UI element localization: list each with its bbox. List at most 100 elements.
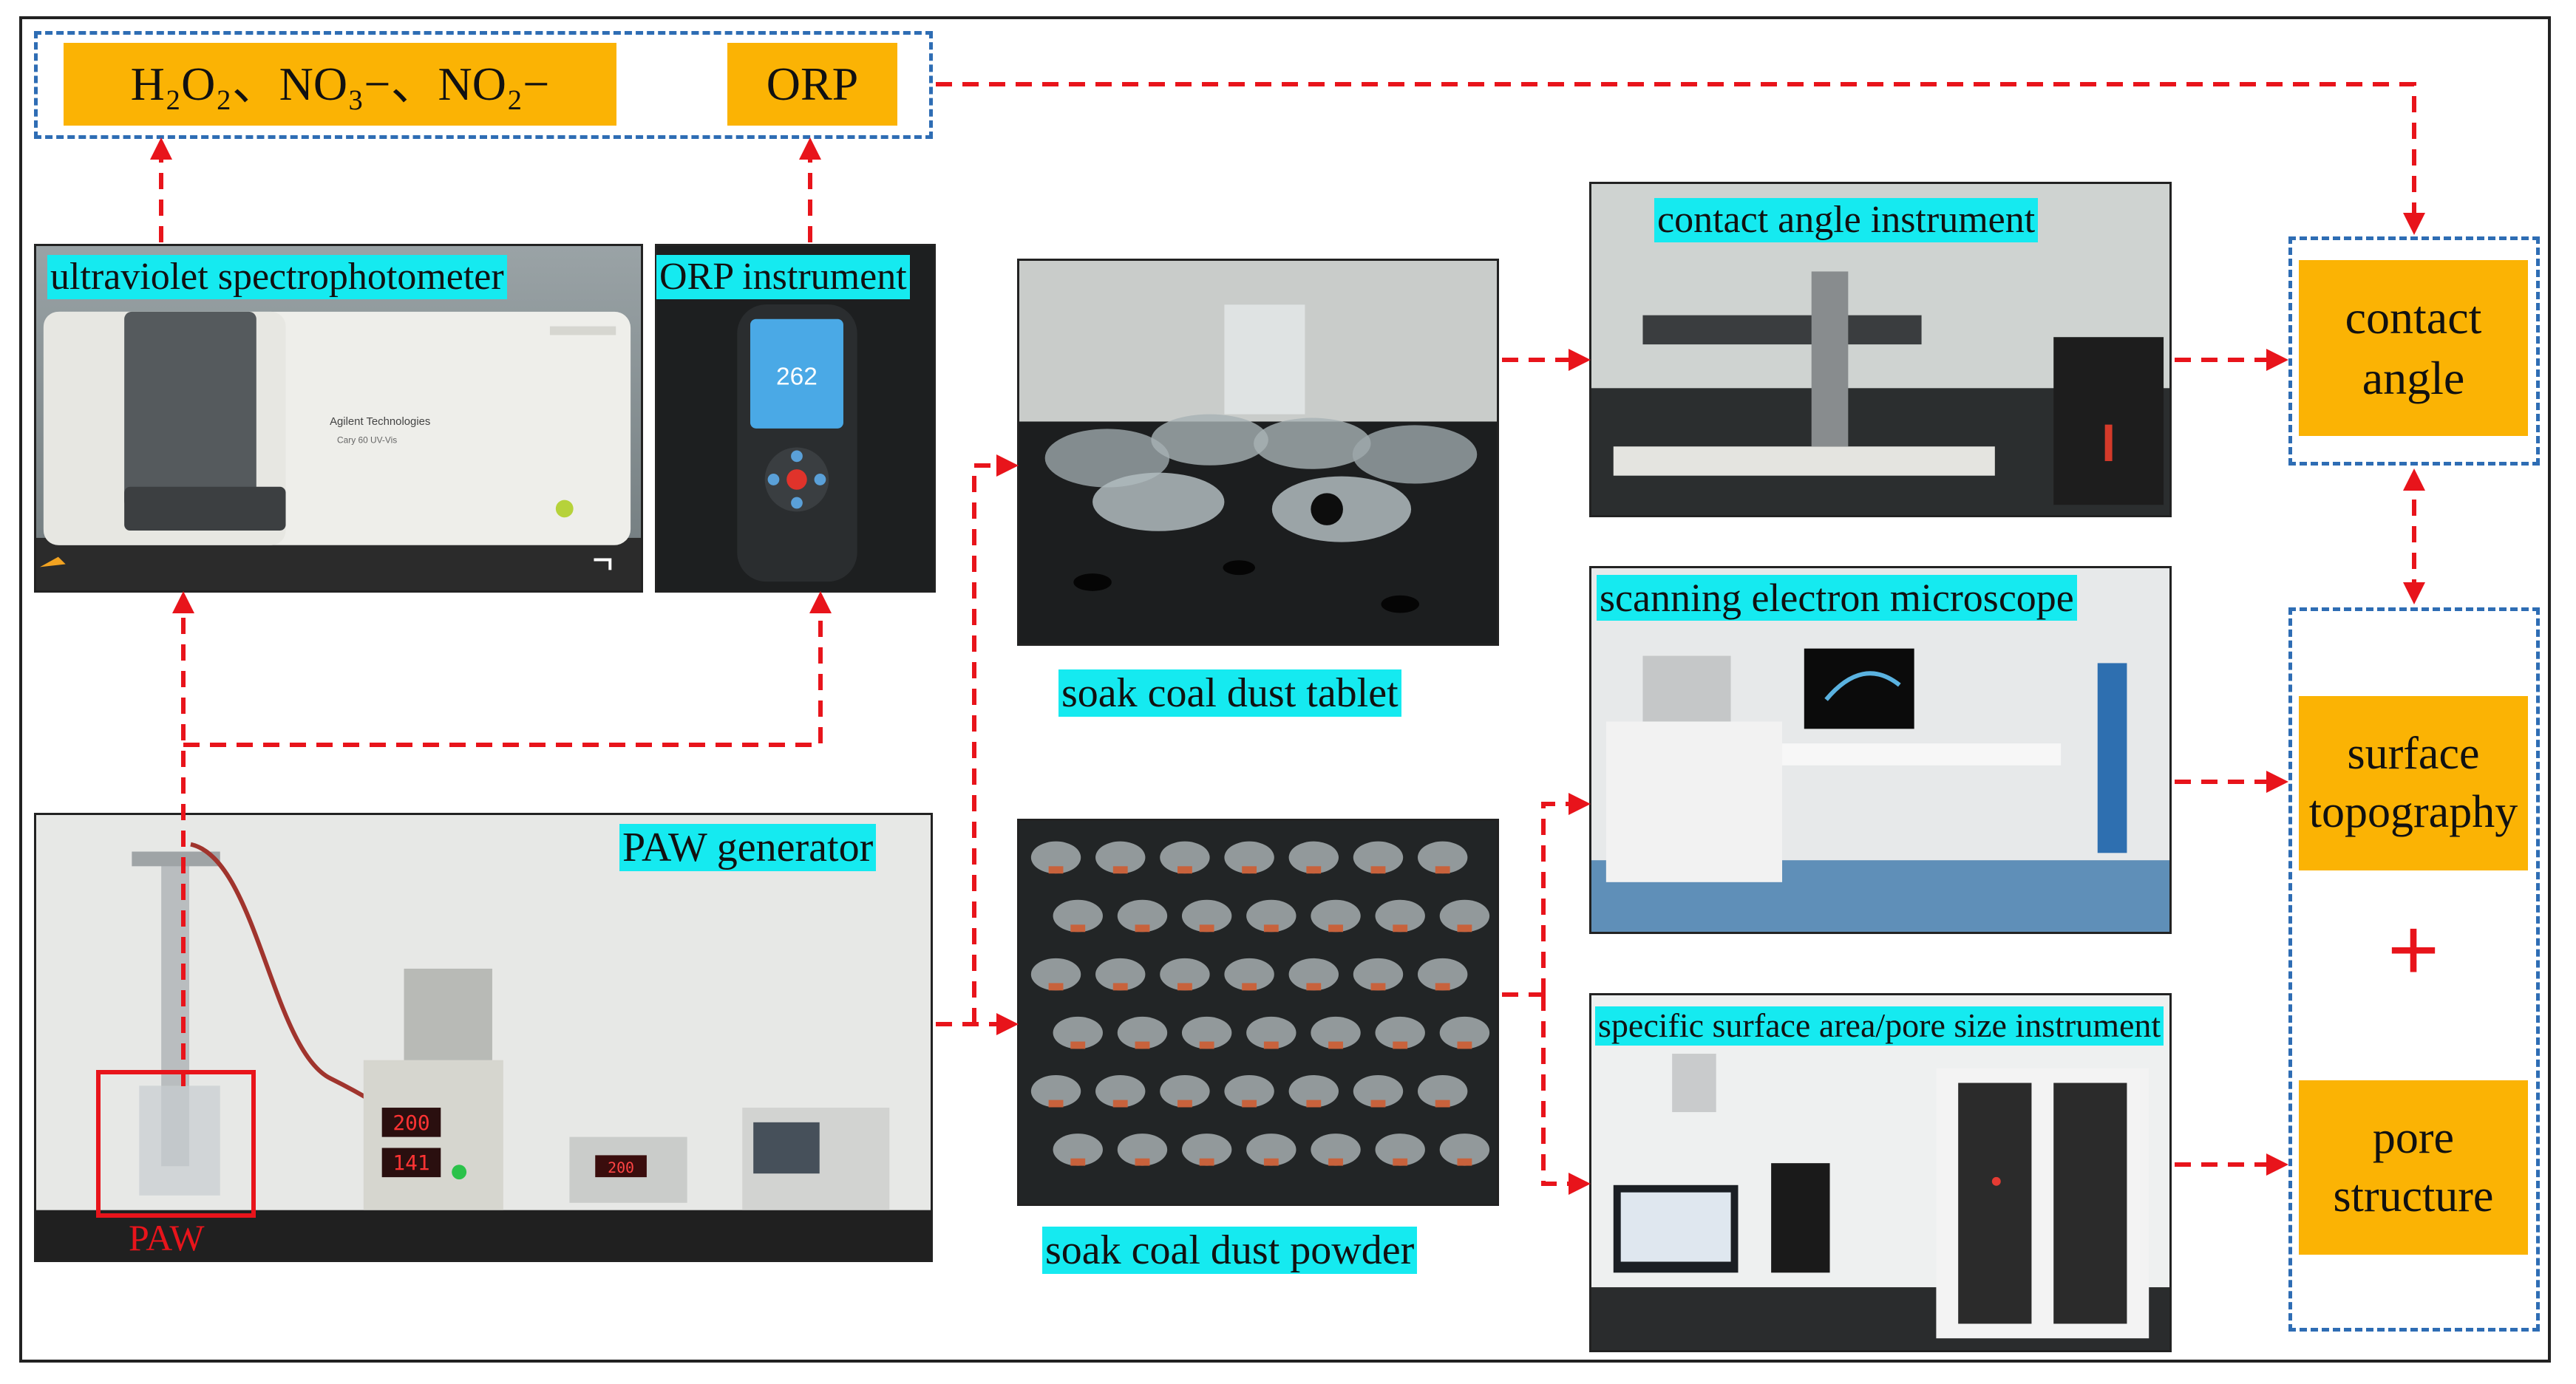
sample-cup bbox=[1288, 958, 1339, 991]
coal-dust-tablet-label: soak coal dust tablet bbox=[1058, 669, 1401, 717]
sample-cup-label bbox=[1435, 1100, 1450, 1108]
sample-cup bbox=[1246, 1016, 1297, 1049]
surface-topography-result: surface topography bbox=[2299, 696, 2528, 870]
sample-cup bbox=[1311, 899, 1361, 933]
sample-cup-label bbox=[1112, 866, 1128, 874]
pore-structure-text: pore structure bbox=[2333, 1112, 2494, 1221]
sample-cup-label bbox=[1112, 983, 1128, 991]
sample-cup-label bbox=[1370, 983, 1386, 991]
sample-cup-label bbox=[1457, 924, 1472, 933]
paw-highlight-box bbox=[96, 1070, 256, 1218]
sample-cup bbox=[1095, 841, 1146, 874]
sample-cup-label bbox=[1328, 924, 1343, 933]
sample-cup bbox=[1053, 899, 1103, 933]
sample-cup-label bbox=[1199, 1041, 1214, 1049]
sample-cup bbox=[1288, 841, 1339, 874]
sample-cup-label bbox=[1135, 1158, 1150, 1166]
sample-cup-label bbox=[1177, 1100, 1192, 1108]
sample-cup bbox=[1224, 841, 1274, 874]
sample-cup bbox=[1375, 1016, 1425, 1049]
sample-cup bbox=[1095, 958, 1146, 991]
uv-spectrophotometer-photo: Agilent Technologies Cary 60 UV-Vis bbox=[34, 244, 643, 593]
orp-instrument-label: ORP instrument bbox=[656, 255, 910, 299]
species-text: H₂O₂、NO₃−、NO₂− bbox=[130, 58, 550, 111]
sample-cup bbox=[1181, 1016, 1232, 1049]
bet-instrument-label: specific surface area/pore size instrume… bbox=[1595, 1006, 2164, 1046]
sample-cup-label bbox=[1306, 983, 1322, 991]
microstructure-result-box bbox=[2288, 607, 2540, 1332]
sample-cup-label bbox=[1242, 1100, 1257, 1108]
sample-cup bbox=[1311, 1134, 1361, 1166]
plus-sign: + bbox=[2387, 900, 2440, 999]
sample-cup bbox=[1246, 1134, 1297, 1166]
sample-cup bbox=[1288, 1075, 1339, 1108]
uv-spectrophotometer-label: ultraviolet spectrophotometer bbox=[47, 255, 507, 299]
orp-text: ORP bbox=[766, 58, 859, 111]
sample-cup bbox=[1375, 1134, 1425, 1166]
sample-cup-label bbox=[1135, 1041, 1150, 1049]
sample-cup bbox=[1095, 1075, 1146, 1108]
sem-label: scanning electron microscope bbox=[1597, 575, 2077, 621]
sample-cup bbox=[1053, 1134, 1103, 1166]
contact-angle-instrument-label: contact angle instrument bbox=[1654, 198, 2039, 242]
sample-cup bbox=[1417, 841, 1468, 874]
sample-cup-label bbox=[1242, 983, 1257, 991]
paw-tag: PAW bbox=[129, 1217, 205, 1258]
surface-topography-text: surface topography bbox=[2308, 728, 2518, 837]
contact-angle-result-box bbox=[2288, 236, 2540, 466]
measured-species-box bbox=[34, 31, 933, 139]
contact-angle-result-text: contact angle bbox=[2345, 291, 2482, 404]
sem-photo bbox=[1589, 566, 2172, 934]
sample-cup bbox=[1117, 1134, 1168, 1166]
sample-cup-label bbox=[1370, 866, 1386, 874]
sample-cup bbox=[1311, 1016, 1361, 1049]
sample-cup-label bbox=[1070, 1041, 1086, 1049]
sample-cup-label bbox=[1048, 983, 1064, 991]
sample-cup-label bbox=[1070, 1158, 1086, 1166]
sample-cup-label bbox=[1048, 866, 1064, 874]
sample-cup-label bbox=[1135, 924, 1150, 933]
sample-cup-label bbox=[1177, 983, 1192, 991]
sample-cup bbox=[1053, 1016, 1103, 1049]
sample-cup bbox=[1117, 1016, 1168, 1049]
voltage-display: 200 bbox=[392, 1111, 429, 1135]
contact-angle-result: contact angle bbox=[2299, 260, 2528, 436]
sample-cup-label bbox=[1393, 1041, 1408, 1049]
sample-cup bbox=[1030, 958, 1081, 991]
sample-cup bbox=[1353, 958, 1404, 991]
sample-cup bbox=[1160, 1075, 1210, 1108]
pore-structure-result: pore structure bbox=[2299, 1080, 2528, 1255]
sample-cup-label bbox=[1177, 866, 1192, 874]
coal-dust-tablet-photo bbox=[1017, 259, 1499, 646]
sample-cup bbox=[1353, 1075, 1404, 1108]
species-label: H₂O₂、NO₃−、NO₂− bbox=[64, 43, 616, 126]
sample-cup-label bbox=[1048, 1100, 1064, 1108]
orp-reading: 262 bbox=[776, 364, 818, 391]
sample-cup-label bbox=[1457, 1041, 1472, 1049]
sample-cup-label bbox=[1370, 1100, 1386, 1108]
sample-cup bbox=[1160, 841, 1210, 874]
sample-cup-label bbox=[1393, 1158, 1408, 1166]
uv-model-text: Cary 60 UV-Vis bbox=[337, 435, 397, 446]
orp-instrument-photo: 262 bbox=[655, 244, 936, 593]
sample-cup bbox=[1417, 958, 1468, 991]
sample-cup bbox=[1353, 841, 1404, 874]
sample-cup bbox=[1439, 1134, 1490, 1166]
coal-dust-powder-photo bbox=[1017, 819, 1499, 1206]
sample-cup bbox=[1224, 958, 1274, 991]
sample-cup-label bbox=[1242, 866, 1257, 874]
sample-cup bbox=[1224, 1075, 1274, 1108]
sample-cup-label bbox=[1393, 924, 1408, 933]
sample-cup-label bbox=[1263, 1041, 1279, 1049]
sample-cup-label bbox=[1328, 1158, 1343, 1166]
sample-cup-label bbox=[1328, 1041, 1343, 1049]
paw-generator-label: PAW generator bbox=[619, 824, 877, 872]
orp-label: ORP bbox=[727, 43, 897, 126]
sample-cup bbox=[1160, 958, 1210, 991]
sample-cup-label bbox=[1435, 983, 1450, 991]
current-display: 141 bbox=[392, 1151, 429, 1175]
sample-cup-label bbox=[1306, 1100, 1322, 1108]
sample-cup-label bbox=[1457, 1158, 1472, 1166]
sample-cup-label bbox=[1199, 924, 1214, 933]
sample-cup bbox=[1030, 841, 1081, 874]
